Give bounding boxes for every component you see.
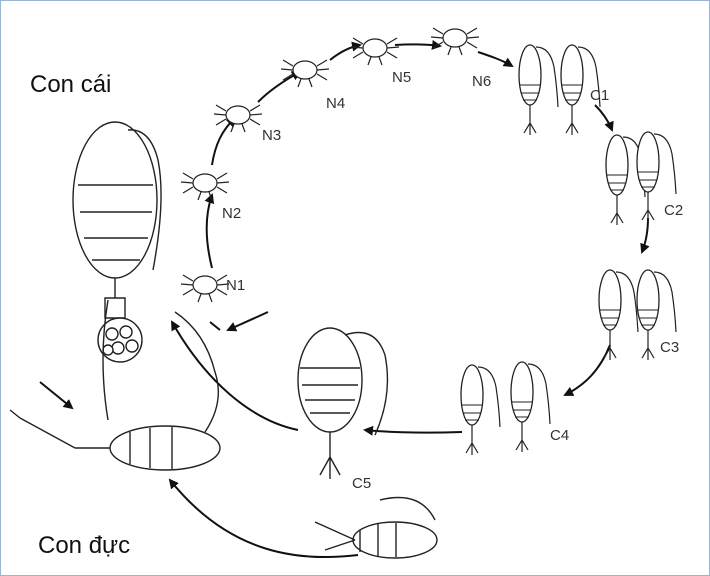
- label-n2: N2: [222, 205, 241, 222]
- adult-female: [73, 122, 161, 420]
- copepodite-c1a: [519, 45, 558, 135]
- copepodite-c3a: [599, 270, 638, 360]
- label-male: Con đực: [38, 532, 130, 559]
- label-n1: N1: [226, 277, 245, 294]
- label-c5: C5: [352, 475, 371, 492]
- copepodite-c4b: [511, 362, 550, 452]
- label-n6: N6: [472, 73, 491, 90]
- label-n5: N5: [392, 69, 411, 86]
- copepodite-c5: [298, 328, 387, 479]
- label-c4: C4: [550, 427, 569, 444]
- copepodite-c4a: [461, 365, 500, 455]
- label-c3: C3: [660, 339, 679, 356]
- nauplius-n1: [181, 275, 229, 302]
- label-c1: C1: [590, 87, 609, 104]
- nauplius-n6: [431, 28, 479, 55]
- nauplius-n5: [351, 38, 399, 65]
- nauplius-n4: [281, 60, 329, 87]
- label-n4: N4: [326, 95, 345, 112]
- label-c2: C2: [664, 202, 683, 219]
- label-n3: N3: [262, 127, 281, 144]
- mating-pair: [315, 498, 437, 559]
- nauplius-n3: [214, 105, 262, 132]
- nauplius-n2: [181, 173, 229, 200]
- label-female: Con cái: [30, 71, 111, 98]
- pointer-arrows: [40, 312, 268, 408]
